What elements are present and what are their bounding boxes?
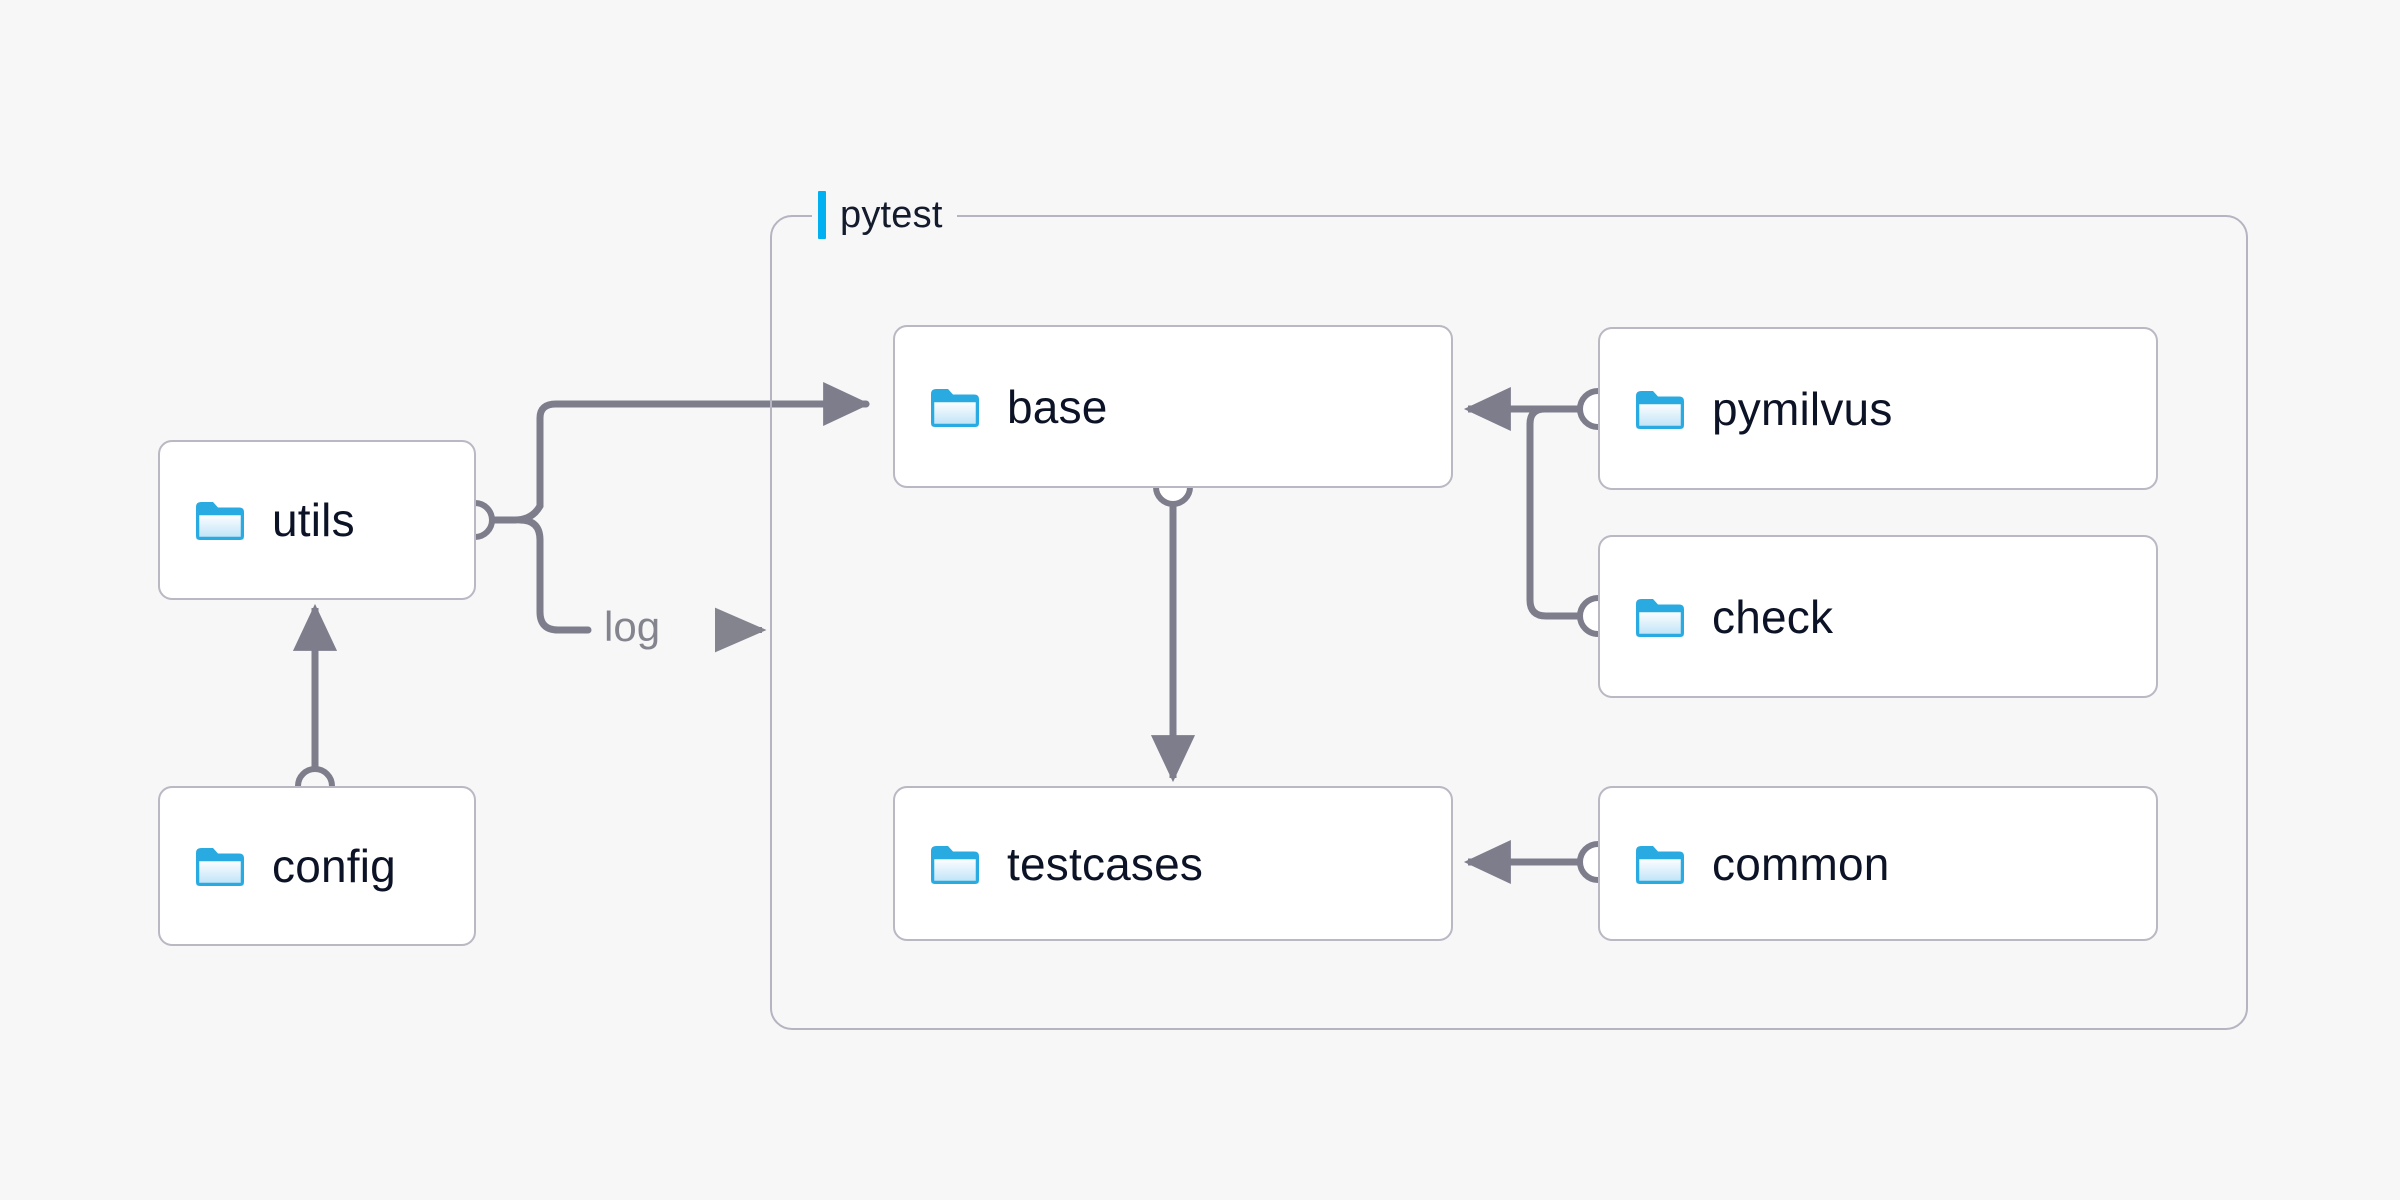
group-container-pytest xyxy=(770,215,2248,1030)
node-pymilvus[interactable]: pymilvus xyxy=(1598,327,2158,490)
group-title-text: pytest xyxy=(840,193,943,236)
edge-label-log: log xyxy=(604,603,661,650)
edge-config-utils xyxy=(292,603,338,806)
node-label: common xyxy=(1712,837,1890,890)
node-label: check xyxy=(1712,590,1834,643)
folder-icon xyxy=(931,845,979,884)
node-label: config xyxy=(272,840,396,892)
node-testcases[interactable]: testcases xyxy=(893,786,1453,941)
node-utils[interactable]: utils xyxy=(158,440,476,600)
node-check[interactable]: check xyxy=(1598,535,2158,698)
node-label: pymilvus xyxy=(1712,382,1893,435)
node-label: testcases xyxy=(1007,837,1204,890)
folder-icon xyxy=(1636,598,1684,637)
folder-icon xyxy=(1636,390,1684,429)
folder-icon xyxy=(196,848,244,886)
node-label: base xyxy=(1007,380,1108,433)
node-label: utils xyxy=(272,494,355,546)
node-base[interactable]: base xyxy=(893,325,1453,488)
folder-icon xyxy=(196,502,244,540)
group-label-pytest: pytest xyxy=(812,188,957,242)
node-common[interactable]: common xyxy=(1598,786,2158,941)
accent-bar-icon xyxy=(818,191,826,239)
folder-icon xyxy=(1636,845,1684,884)
folder-icon xyxy=(931,388,979,427)
node-config[interactable]: config xyxy=(158,786,476,946)
